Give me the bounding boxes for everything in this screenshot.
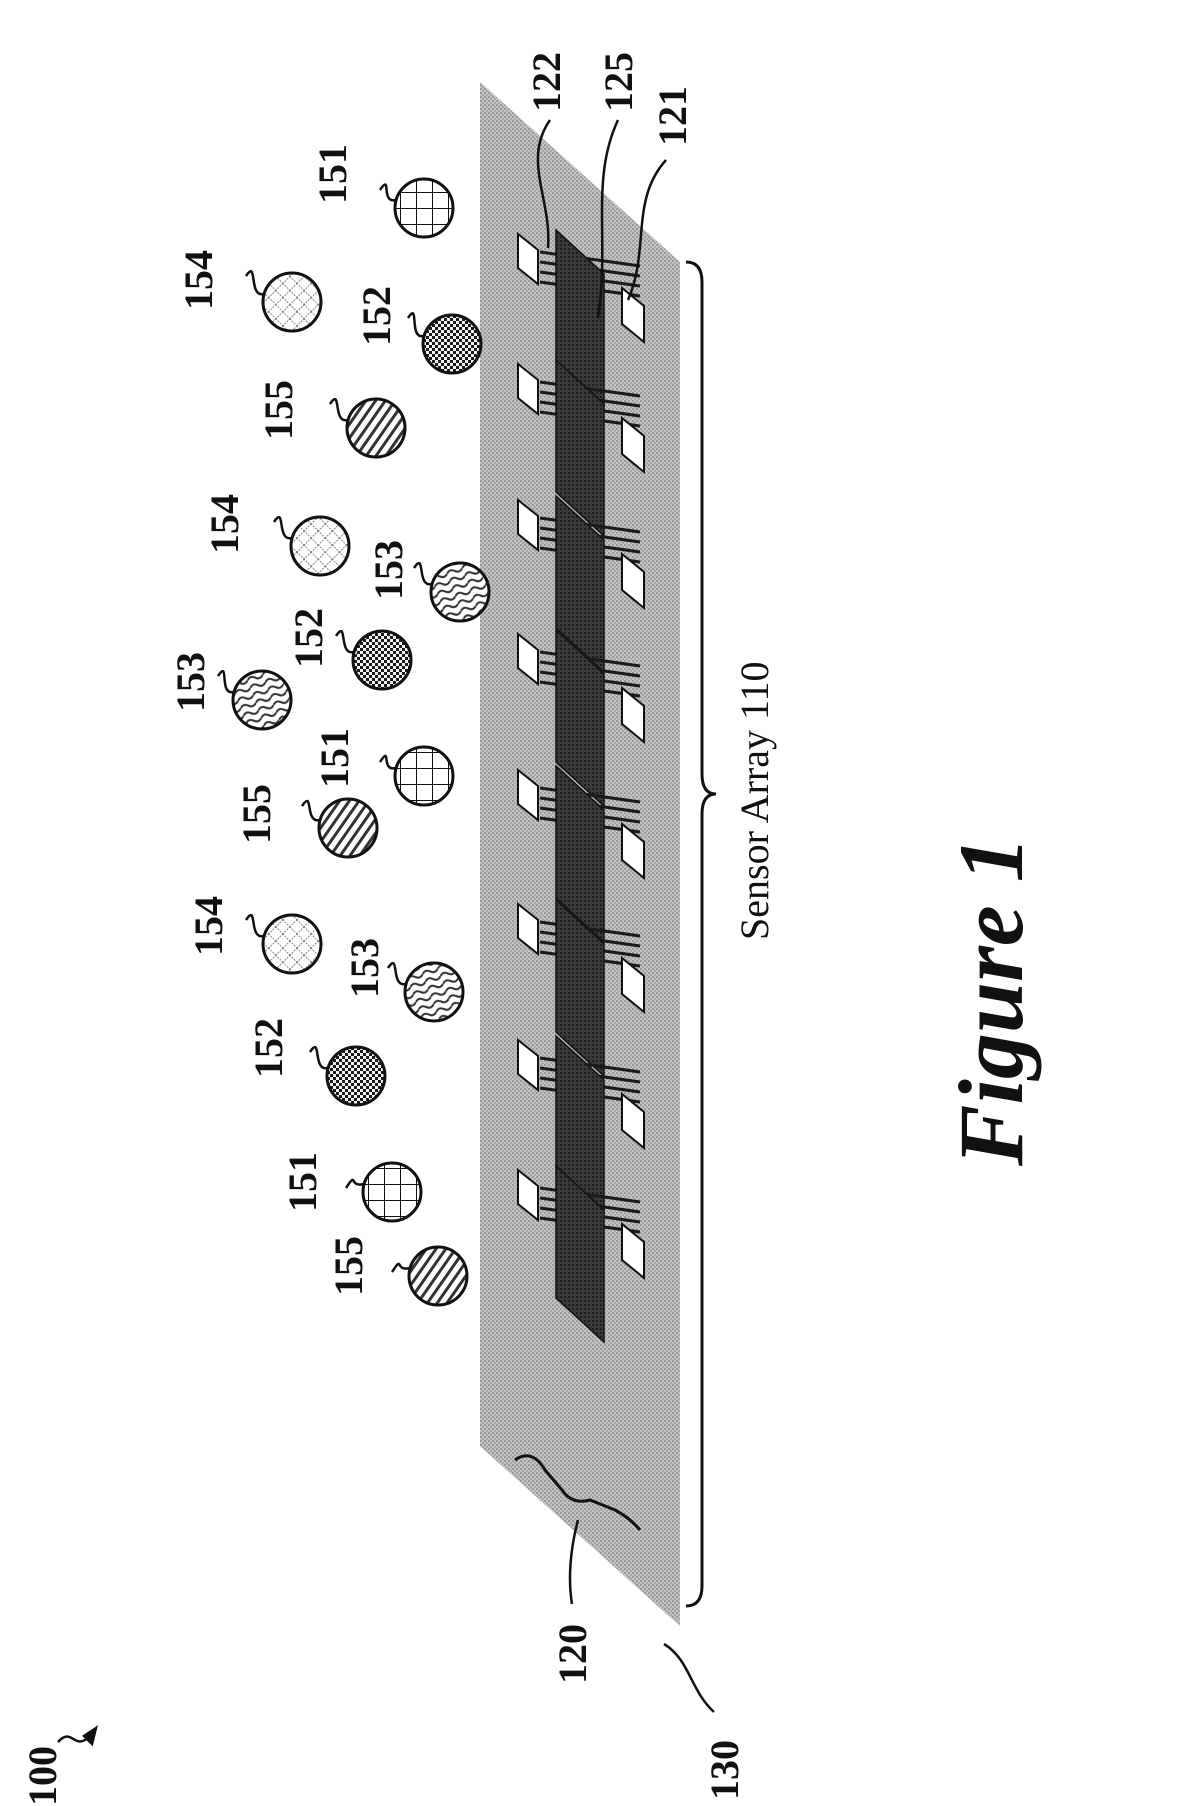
particle: 154 [176,250,321,331]
particle: 151 [280,1152,421,1221]
particle-circle [233,671,291,729]
particle-label: 153 [366,540,411,600]
particle-label: 151 [312,728,357,788]
particle-label: 152 [246,1018,291,1078]
particle-circle [405,963,463,1021]
particle-circle [395,179,453,237]
particle: 152 [354,286,481,373]
particle-circle [263,915,321,973]
particle-label: 154 [202,494,247,554]
particle: 151 [310,144,453,237]
particle-leader [336,631,354,652]
particle-circle [353,631,411,689]
particle-leader [246,271,264,294]
particle-label: 152 [286,608,331,668]
particle-label: 153 [342,938,387,998]
particle: 154 [202,494,349,575]
particle-circle [263,273,321,331]
particle-label: 154 [176,250,221,310]
particle: 152 [286,608,411,689]
particle-leader [310,1047,328,1068]
label-120: 120 [550,1624,595,1684]
label-100: 100 [20,1746,65,1806]
label-125: 125 [596,52,641,112]
particle-leader [392,1264,410,1272]
particle-label: 151 [280,1152,325,1212]
particle-leader [246,915,264,936]
particle-circle [431,563,489,621]
particle-leader [302,801,320,820]
particle-label: 155 [326,1236,371,1296]
particle-leader [346,1180,364,1188]
particle-circle [291,517,349,575]
particle: 153 [366,540,489,621]
particle-leader [414,563,432,584]
particle-label: 151 [310,144,355,204]
particle-circle [347,399,405,457]
particle: 153 [168,652,291,729]
particle-circle [327,1047,385,1105]
particle-circle [409,1247,467,1305]
particle-circle [395,747,453,805]
particle-leader [388,963,406,984]
particles: 1551511521531541551511531521531541551521… [168,144,489,1305]
particle-label: 153 [168,652,213,712]
sensor-array-label: Sensor Array 110 [732,662,777,940]
particle-leader [330,399,348,420]
particle-label: 155 [256,380,301,440]
particle: 153 [342,938,463,1021]
particle-leader [274,517,292,538]
particle-label: 155 [234,784,279,844]
label-121: 121 [650,86,695,146]
particle-label: 154 [186,896,231,956]
particle-leader [218,671,234,692]
particle: 155 [256,380,405,457]
particle: 155 [234,784,377,857]
particle-circle [423,315,481,373]
particle-leader [408,313,424,336]
particle-leader [380,756,396,768]
label-130: 130 [702,1740,747,1800]
particle-circle [319,799,377,857]
particle: 155 [326,1236,467,1305]
particle: 152 [246,1018,385,1105]
particle-label: 152 [354,286,399,346]
figure-title: Figure 1 [940,836,1042,1167]
particle: 151 [312,728,453,805]
particle-leader [380,184,396,200]
sensor-array-brace [686,262,716,1606]
particle: 154 [186,896,321,973]
label-122: 122 [524,52,569,112]
particle-circle [363,1163,421,1221]
